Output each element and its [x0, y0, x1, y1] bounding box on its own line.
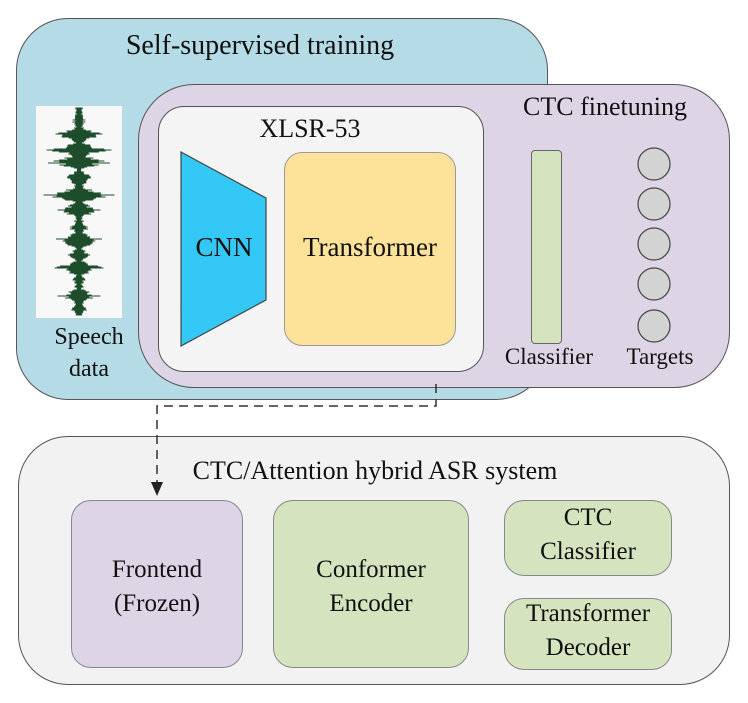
self-supervised-title: Self-supervised training [125, 30, 395, 61]
conformer-encoder-label-line2: Encoder [329, 590, 413, 617]
transformer-block [284, 152, 456, 346]
target-circle [637, 187, 671, 221]
frontend-block [71, 500, 243, 668]
ctc-classifier-block [504, 500, 672, 576]
speech-data-label-line1: Speech [54, 324, 124, 350]
target-circle [637, 147, 671, 181]
classifier-bar [531, 150, 562, 344]
frontend-label-line1: Frontend [111, 556, 203, 583]
ctc-finetuning-title: CTC finetuning [523, 92, 687, 121]
transformer-label: Transformer [303, 232, 437, 262]
classifier-label: Classifier [504, 344, 594, 369]
transformer-decoder-label-line1: Transformer [525, 600, 651, 627]
transformer-decoder-label-line2: Decoder [545, 634, 631, 661]
hybrid-asr-title: CTC/Attention hybrid ASR system [192, 456, 558, 485]
transformer-decoder-block [504, 598, 672, 670]
conformer-encoder-label-line1: Conformer [316, 556, 426, 583]
target-circle [637, 227, 671, 261]
conformer-encoder-block [273, 500, 469, 668]
ctc-classifier-label-line1: CTC [563, 504, 613, 531]
target-circle [637, 309, 671, 343]
ctc-classifier-label-line2: Classifier [540, 538, 636, 565]
target-circle [637, 267, 671, 301]
cnn-label: CNN [195, 232, 253, 262]
speech-data-label-line2: data [69, 356, 109, 382]
xlsr-title: XLSR-53 [259, 114, 361, 143]
targets-label: Targets [626, 344, 694, 369]
frontend-label-line2: (Frozen) [113, 590, 201, 617]
